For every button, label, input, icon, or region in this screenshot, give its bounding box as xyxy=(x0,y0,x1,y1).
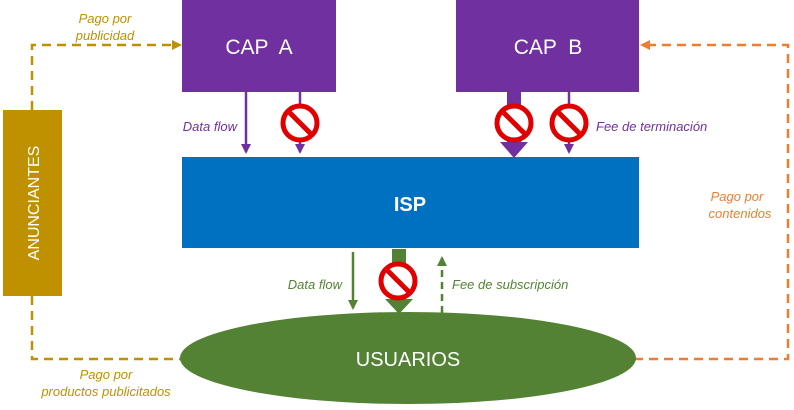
pago-publicidad-label-line1: Pago por xyxy=(79,11,132,26)
prohibited-icon xyxy=(494,103,534,143)
isp-box xyxy=(182,157,639,248)
pago-productos-label-line1: Pago por xyxy=(80,367,133,382)
content-payment-connector xyxy=(634,40,790,361)
prohibited-icon xyxy=(378,261,418,301)
prohibited-icon xyxy=(549,103,589,143)
data-flow-top-label: Data flow xyxy=(183,119,239,134)
cap-b-label: CAP B xyxy=(514,36,582,59)
cap-b-box xyxy=(456,0,639,92)
anunciantes-box xyxy=(3,110,62,296)
usuarios-label: USUARIOS xyxy=(356,349,460,371)
prohibited-icon xyxy=(280,103,320,143)
anunciantes-label: ANUNCIANTES xyxy=(26,146,43,261)
cap-a-label: CAP A xyxy=(225,36,292,59)
isp-label: ISP xyxy=(394,194,426,216)
usuarios-ellipse xyxy=(180,312,636,404)
pago-productos-label-line2: productos publicitados xyxy=(40,384,171,399)
pago-contenidos-label-line2: contenidos xyxy=(709,206,772,221)
fee-subscripcion-label: Fee de subscripción xyxy=(452,277,568,292)
data-flow-bottom-label: Data flow xyxy=(288,277,344,292)
fee-terminacion-label: Fee de terminación xyxy=(596,119,707,134)
cap-a-box xyxy=(182,0,336,92)
pago-contenidos-label-line1: Pago por xyxy=(711,189,764,204)
advertising-payment-connector xyxy=(30,40,182,361)
pago-publicidad-label-line2: publicidad xyxy=(75,28,135,43)
